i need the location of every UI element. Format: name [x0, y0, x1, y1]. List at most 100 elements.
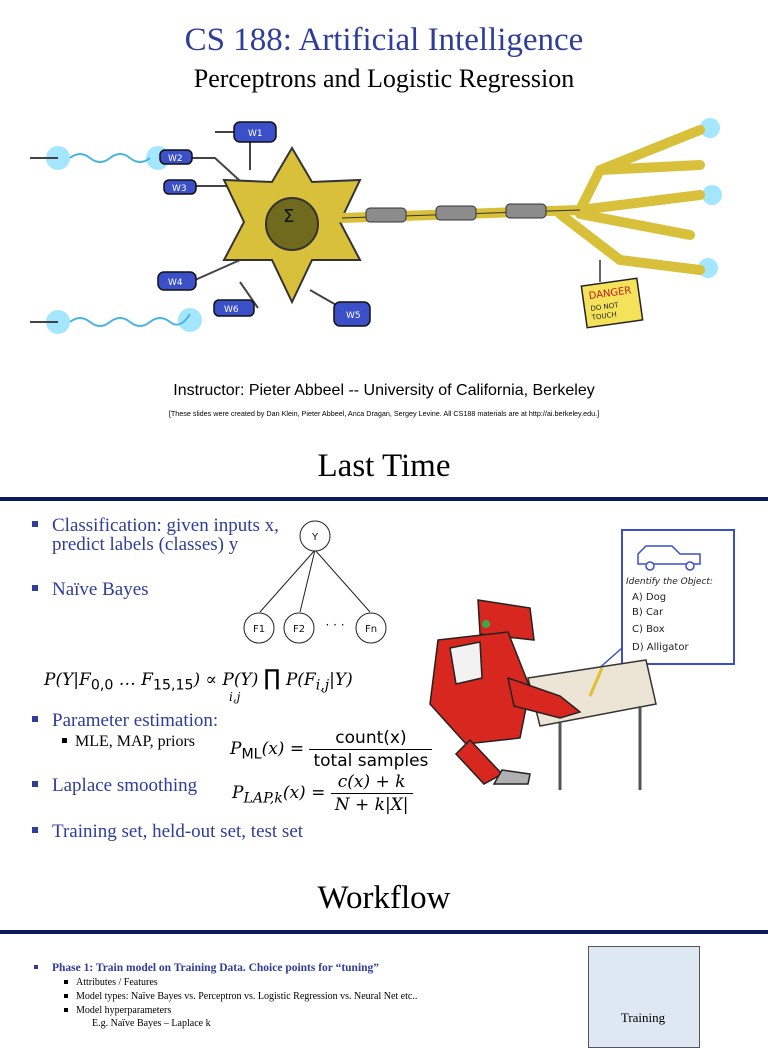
weight-w3	[163, 179, 197, 195]
robot-arm	[506, 676, 582, 719]
weight-label-w1: W1	[248, 129, 263, 139]
bullet-classification: Classification: given inputs x,	[32, 516, 279, 536]
sigma-symbol: Σ	[283, 206, 294, 227]
bullet-marker	[32, 715, 38, 722]
sub-bullet-text: MLE, MAP, priors	[75, 733, 196, 750]
weight-w6	[213, 299, 255, 317]
node-y	[299, 520, 331, 552]
workflow-sub-2: Model types: Naïve Bayes vs. Perceptron …	[64, 991, 417, 1003]
bayes-net-diagram: Y F1 F2 Fn · · ·	[243, 520, 387, 644]
wave-2	[69, 313, 191, 327]
node-label-y: Y	[311, 532, 319, 543]
neuron-illustration: Σ W1 W2 W3 W4 W5 W6 DANGER DO NOT TOUCH	[30, 118, 722, 334]
spark-right-1	[700, 118, 720, 138]
sub-text: Model types: Naïve Bayes vs. Perceptron …	[76, 991, 418, 1002]
weight-label-w3: W3	[172, 184, 187, 194]
mle-numerator: count(x)	[309, 728, 433, 750]
bullet-classification-cont: predict labels (classes) y	[52, 534, 239, 555]
laplace-numerator: c(x) + k	[330, 772, 413, 794]
weight-label-w4: W4	[168, 278, 183, 288]
wave-1	[69, 153, 151, 163]
sub-bullet-marker	[62, 737, 67, 743]
bullet-text: Parameter estimation:	[52, 710, 219, 731]
node-fn	[355, 612, 387, 644]
robot-foot	[492, 769, 531, 785]
mle-denominator: total samples	[313, 751, 429, 771]
node-f1	[243, 612, 275, 644]
bullet-text: Naïve Bayes	[52, 579, 149, 600]
bullet-marker	[32, 520, 38, 527]
node-label-f2: F2	[293, 624, 305, 635]
edge-y-f1	[259, 549, 316, 613]
card-option-a: A) Dog	[632, 592, 666, 603]
workflow-sub-3: Model hyperparameters	[64, 1005, 171, 1017]
spark-bottom	[178, 308, 202, 332]
spark-right-2	[702, 185, 722, 205]
weight-w5	[333, 301, 371, 327]
node-dots: · · ·	[325, 618, 344, 632]
danger-sign	[580, 277, 644, 329]
nucleus	[265, 197, 319, 251]
robot-illustration: Identify the Object: A) Dog B) Car C) Bo…	[429, 529, 735, 790]
credit-line: [These slides were created by Dan Klein,…	[168, 409, 600, 418]
sub-bullet-marker	[64, 979, 68, 984]
myelin-3	[505, 203, 547, 219]
section-title-workflow: Workflow	[317, 880, 451, 916]
robot-chest	[449, 641, 483, 685]
weight-label-w5: W5	[346, 311, 361, 321]
bullet-text: Laplace smoothing	[52, 775, 198, 796]
sub-text: Model hyperparameters	[76, 1005, 172, 1016]
instructor-line: Instructor: Pieter Abbeel -- University …	[173, 382, 595, 399]
sub-bullet-marker	[64, 1007, 68, 1012]
bullet-marker	[32, 780, 38, 787]
product-index: i,j	[229, 690, 241, 704]
bullet-sets: Training set, held-out set, test set	[32, 822, 303, 842]
slide-divider	[0, 497, 768, 501]
pencil	[588, 667, 604, 697]
bullet-text: Classification: given inputs x,	[52, 515, 279, 536]
training-label: Training	[620, 1010, 666, 1025]
workflow-subsub: E.g. Naïve Bayes – Laplace k	[92, 1018, 211, 1030]
weight-label-w6: W6	[224, 305, 239, 315]
robot-leg	[454, 738, 504, 785]
workflow-sub-1: Attributes / Features	[64, 977, 158, 989]
wire-w4	[194, 259, 241, 281]
weight-w2	[159, 149, 193, 165]
phase1-text: Phase 1: Train model on Training Data. C…	[52, 962, 380, 974]
naive-bayes-formula: P(Y|F0,0 … F15,15) ∝ P(Y) ∏ P(Fi,j|Y)	[44, 666, 353, 694]
card-heading: Identify the Object:	[626, 577, 713, 587]
node-label-fn: Fn	[365, 624, 377, 635]
robot-eye	[482, 620, 490, 628]
robot-head	[477, 599, 535, 641]
sub-bullet-mle: MLE, MAP, priors	[62, 733, 195, 751]
sub-text: Attributes / Features	[76, 977, 158, 988]
wire-w6	[239, 281, 259, 309]
card-option-d: D) Alligator	[632, 642, 689, 653]
card-option-c: C) Box	[632, 624, 665, 635]
bullet-marker	[32, 826, 38, 833]
slide-title: CS 188: Artificial Intelligence	[184, 22, 584, 58]
edge-y-f2	[299, 549, 316, 613]
weight-w4	[157, 271, 197, 291]
slide-subtitle: Perceptrons and Logistic Regression	[193, 64, 575, 93]
do-not-text: DO NOT	[590, 301, 620, 313]
edge-y-fn	[314, 549, 371, 613]
bullet-naive-bayes: Naïve Bayes	[32, 580, 149, 600]
training-box	[588, 946, 700, 1048]
node-f2	[283, 612, 315, 644]
mle-formula: PML(x) = count(x) total samples	[230, 728, 433, 771]
bullet-laplace: Laplace smoothing	[32, 776, 197, 796]
slide-divider	[0, 930, 768, 934]
touch-text: TOUCH	[590, 310, 617, 322]
weight-w1	[233, 121, 277, 143]
weight-label-w2: W2	[168, 154, 183, 164]
myelin-2	[435, 205, 477, 221]
node-label-f1: F1	[253, 624, 265, 635]
laplace-formula: PLAP,k(x) = c(x) + k N + k|X|	[232, 772, 413, 815]
laplace-denominator: N + k|X|	[334, 795, 409, 815]
bullet-text: Training set, held-out set, test set	[52, 821, 304, 842]
section-title-last-time: Last Time	[317, 448, 451, 484]
bullet-marker	[34, 965, 38, 970]
sub-bullet-marker	[64, 993, 68, 998]
bullet-parameter-estimation: Parameter estimation:	[32, 711, 218, 731]
